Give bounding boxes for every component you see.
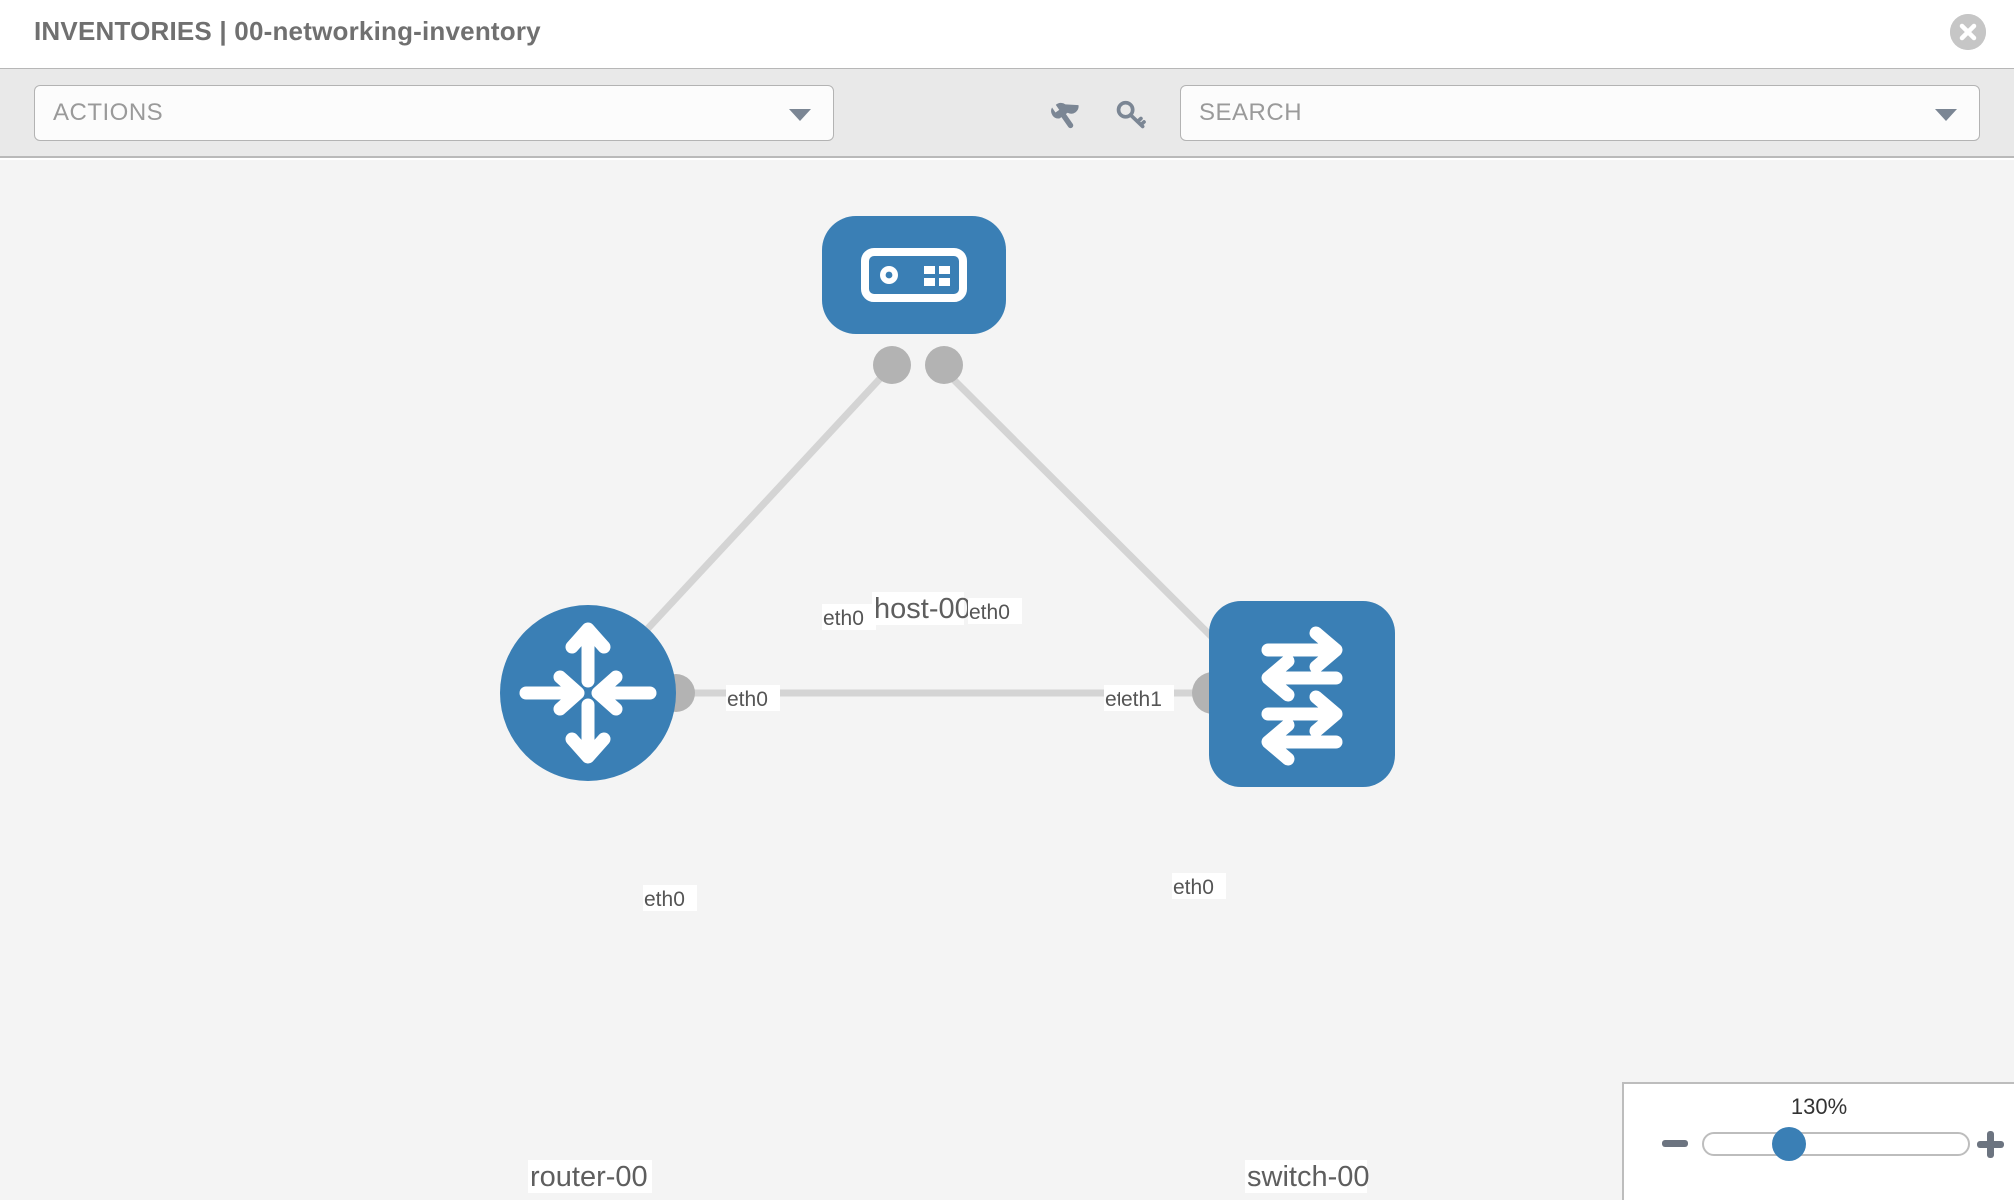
node-switch-00[interactable]	[1209, 601, 1395, 787]
plus-icon[interactable]	[1977, 1131, 2004, 1158]
connector-host-right[interactable]	[925, 346, 963, 384]
edge-host-router[interactable]	[597, 367, 891, 683]
edge-host-switch[interactable]	[941, 367, 1243, 668]
zoom-slider-track[interactable]	[1702, 1132, 1970, 1156]
edge-label-router-eth0-host: eth0	[644, 888, 685, 911]
edge-interface-labels: eth0 eth0 eth0 eth0 eth0 etl eth1	[643, 598, 1226, 911]
page-title: INVENTORIES | 00-networking-inventory	[34, 16, 541, 46]
edge-label-switch-eth0-host: eth0	[1173, 876, 1214, 899]
search-placeholder: SEARCH	[1199, 99, 1303, 126]
node-label-router-00: router-00	[530, 1161, 648, 1193]
edge-label-host-eth0-switch: eth0	[969, 601, 1010, 624]
zoom-percent-label: 130%	[1790, 1094, 1848, 1119]
node-label-switch-00: switch-00	[1247, 1161, 1370, 1193]
chevron-down-icon[interactable]	[1935, 109, 1957, 121]
search-input[interactable]: SEARCH	[1180, 85, 1980, 141]
edge-label-router-eth0-switch: eth0	[727, 688, 768, 711]
zoom-slider-thumb[interactable]	[1772, 1127, 1806, 1161]
wrench-icon[interactable]	[1048, 97, 1082, 131]
page-header: INVENTORIES | 00-networking-inventory	[0, 0, 2014, 69]
node-router-00[interactable]	[500, 605, 676, 781]
topology-graph[interactable]: host-00 router-00 switch-00 eth0 eth0 et…	[0, 160, 2014, 1200]
node-label-host-00: host-00	[874, 593, 971, 625]
topology-edges	[597, 367, 1243, 697]
actions-dropdown[interactable]: ACTIONS	[34, 85, 834, 141]
topology-canvas[interactable]: host-00 router-00 switch-00 eth0 eth0 et…	[0, 160, 2014, 1200]
actions-dropdown-label: ACTIONS	[53, 99, 164, 126]
connector-host-left[interactable]	[873, 346, 911, 384]
key-icon[interactable]	[1114, 97, 1148, 131]
edge-label-switch-eth1-router: eth1	[1121, 688, 1162, 711]
topology-connectors	[657, 346, 1258, 714]
node-host-00[interactable]	[822, 216, 1006, 334]
node-name-labels: host-00 router-00 switch-00	[528, 592, 1370, 1193]
toolbar: ACTIONS SEARCH	[0, 69, 2014, 158]
close-icon[interactable]	[1950, 14, 1986, 50]
chevron-down-icon	[789, 109, 811, 121]
zoom-control-panel: 130%	[1622, 1082, 2014, 1200]
minus-icon[interactable]	[1662, 1140, 1688, 1147]
edge-label-host-eth0-router: eth0	[823, 607, 864, 630]
